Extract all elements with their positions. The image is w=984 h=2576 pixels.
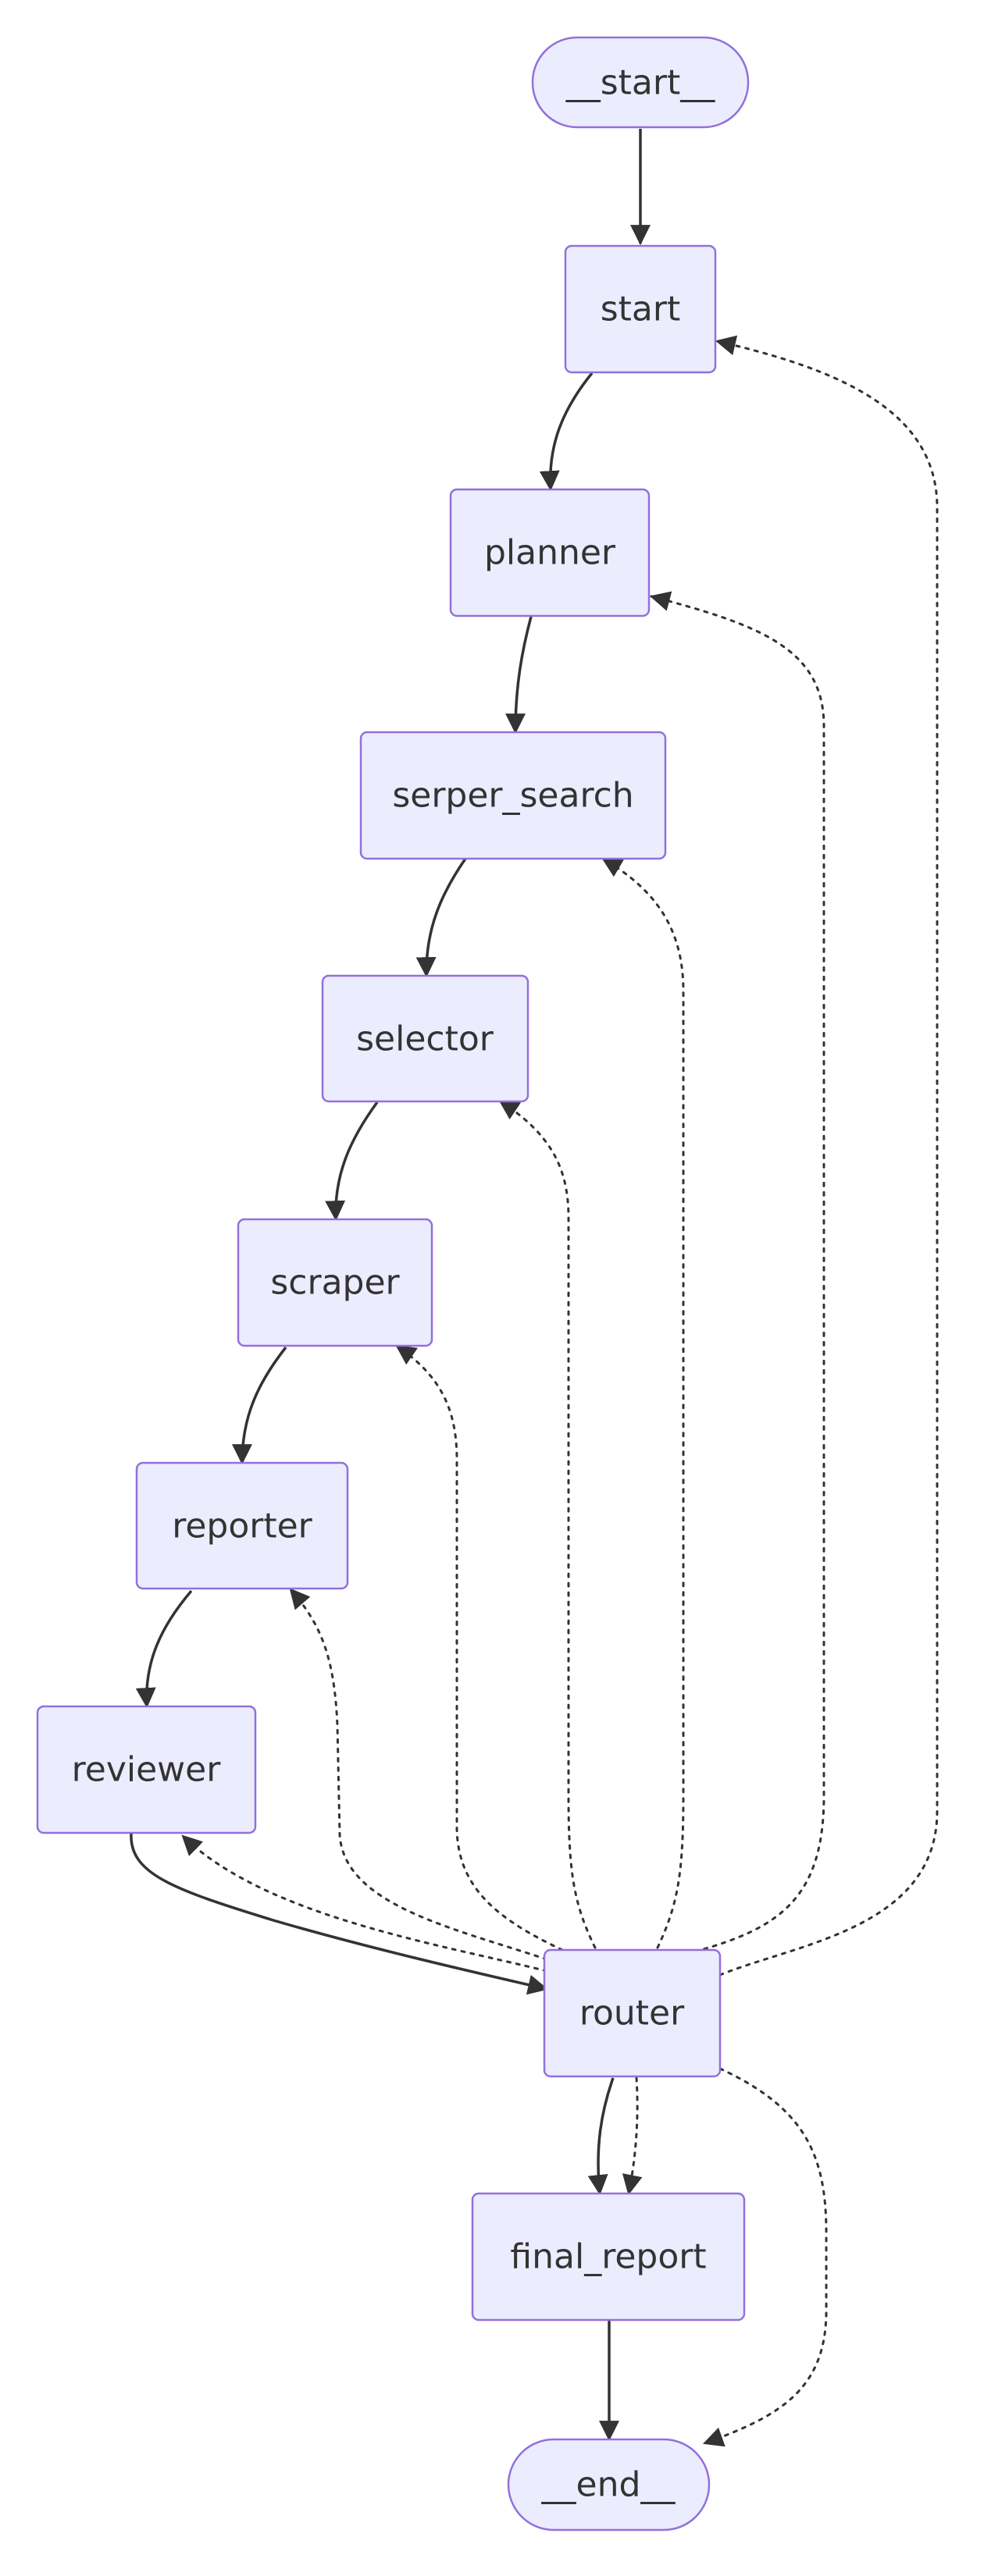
edge-router-to-start [715,335,939,1976]
node-serper-search: serper_search [359,731,667,860]
edge-router-to-final-report [587,2077,615,2196]
edge-reviewer-to-router [130,1832,549,1995]
node-final-report-label: final_report [510,2237,706,2277]
node-scraper: scraper [237,1218,433,1347]
edge-start-to-planner [539,372,594,492]
node-reporter-label: reporter [172,1507,312,1546]
node-reviewer-label: reviewer [72,1750,222,1790]
edge-reporter-to-reviewer [135,1589,193,1709]
edge-router-to-selector [498,1099,597,1949]
node-router: router [543,1948,722,2078]
edge-router-to-reporter [289,1588,548,1961]
node-start: start [564,244,717,374]
nodes: __start__ start planner serper_search se… [36,36,750,2532]
node-planner-label: planner [484,533,616,573]
node-start-label: start [601,290,680,329]
node-selector-label: selector [356,1019,494,1059]
edge-selector-to-scraper [325,1101,379,1222]
node-end-terminal-label: __end__ [541,2465,676,2505]
node-start-terminal-label: __start__ [565,63,715,103]
node-reviewer: reviewer [36,1705,257,1834]
node-end-terminal: __end__ [507,2438,711,2532]
edge-serper-search-to-selector [415,858,467,978]
node-reporter: reporter [135,1461,349,1590]
edge-router-to-reviewer [181,1834,548,1973]
node-serper-search-label: serper_search [392,776,633,816]
node-router-label: router [579,1994,685,2033]
edge-router-to-end [702,2067,828,2447]
node-scraper-label: scraper [270,1263,400,1303]
edge-router-to-serper-search [601,857,685,1949]
edge-router-to-scraper [395,1344,564,1952]
node-final-report: final_report [471,2192,746,2322]
node-selector: selector [321,974,529,1103]
node-planner: planner [449,488,651,617]
edge-planner-to-serper-search [505,616,533,735]
edge-scraper-to-reporter [232,1346,287,1465]
edges [130,129,939,2447]
edge-router-to-planner [649,591,825,1953]
node-start-terminal: __start__ [531,36,750,129]
edge-router-to-final-report [622,2076,643,2196]
